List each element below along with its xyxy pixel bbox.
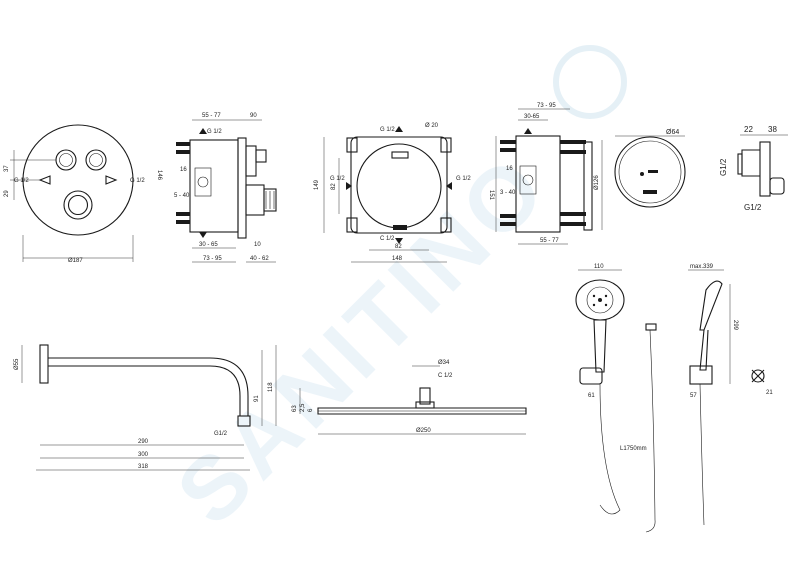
dim-label: L1750mm — [620, 446, 647, 452]
dim-label: G 1/2 — [130, 178, 145, 184]
dim-label: 30-65 — [524, 114, 540, 120]
dim-label: 90 — [250, 113, 257, 119]
dim-label: 82 — [395, 244, 402, 250]
dim-label: 290 — [138, 439, 149, 445]
dim-label: Ø187 — [68, 258, 83, 264]
dim-label: C 1/2 — [380, 236, 395, 242]
dim-label: G 1/2 — [456, 176, 471, 182]
right-arrow-icon — [446, 182, 452, 190]
installation-box-view: G 1/2 Ø 20 149 82 G 1/2 G 1/2 C 1/2 82 1… — [314, 123, 471, 263]
round-cover-view: Ø64 — [614, 129, 686, 208]
dim-label: 57 — [690, 393, 697, 399]
dim-label: 146 — [156, 170, 162, 181]
dim-label: 151 — [488, 190, 494, 201]
dim-label: 38 — [768, 125, 777, 134]
dim-label: Ø 20 — [425, 123, 439, 129]
dim-label: Ø126 — [594, 175, 600, 190]
dim-label: 16 — [506, 166, 513, 172]
down-arrow-icon — [199, 232, 207, 238]
dim-label: 6 — [308, 408, 314, 412]
right-arrow-icon — [105, 175, 118, 185]
dim-label: 82 — [331, 183, 337, 190]
up-arrow-icon — [395, 126, 403, 132]
dim-label: G1/2 — [214, 431, 228, 437]
side-section-view-2: 73 - 95 30-65 151 16 3 - 40 Ø126 55 - 77 — [488, 103, 603, 245]
dim-label: 30 - 65 — [199, 242, 218, 248]
dim-label: Ø250 — [416, 428, 431, 434]
dim-label: 21 — [766, 390, 773, 396]
dim-label: G1/2 — [744, 203, 762, 212]
left-arrow-icon — [38, 175, 51, 185]
dim-label: 10 — [254, 242, 261, 248]
dim-label: 110 — [594, 264, 604, 270]
dim-label: Ø34 — [438, 360, 450, 366]
wall-holder-view: max.339 299 57 21 — [688, 264, 773, 526]
dim-label: 3 - 40 — [500, 190, 516, 196]
dim-label: 16 — [180, 167, 187, 173]
dim-label: G 1/2 — [330, 176, 345, 182]
dim-label: 55 - 77 — [202, 113, 221, 119]
dim-label: G 1/2 — [207, 129, 222, 135]
dim-label: 5 - 40 — [174, 193, 190, 199]
dim-label: C 1/2 — [438, 373, 453, 379]
dim-label: Ø64 — [666, 129, 679, 136]
shower-arm-view: Ø55 91 118 G1/2 290 300 318 — [14, 344, 277, 471]
dim-label: 2,5 — [300, 403, 306, 412]
dim-label: 63 — [292, 405, 298, 412]
dim-label: 91 — [254, 395, 260, 402]
dim-label: 300 — [138, 452, 149, 458]
front-plate-view: 37 29 G 1/2 G 1/2 Ø187 — [4, 124, 145, 264]
dim-label: G 1/2 — [380, 127, 395, 133]
dim-label: 73 - 95 — [203, 256, 222, 262]
down-arrow-icon — [395, 238, 403, 244]
shower-head-view: Ø34 C 1/2 63 2,5 6 Ø250 — [292, 360, 527, 435]
hand-shower-view: 110 61 L1750mm — [575, 264, 657, 533]
dim-label: 55 - 77 — [540, 238, 559, 244]
dim-label: max.339 — [690, 264, 714, 270]
up-arrow-icon — [199, 128, 207, 134]
dim-label: G1/2 — [719, 158, 728, 176]
dim-label: 73 - 95 — [537, 103, 556, 109]
dim-label: 299 — [732, 320, 738, 331]
dim-label: 29 — [4, 190, 10, 197]
watermark: SANITINO — [158, 45, 627, 544]
dim-label: 318 — [138, 464, 149, 470]
dim-label: 149 — [314, 179, 320, 190]
dim-label: 118 — [268, 382, 274, 392]
watermark-logo-icon — [553, 45, 627, 119]
dim-label: Ø55 — [14, 358, 20, 370]
dim-label: G 1/2 — [14, 178, 29, 184]
dim-label: 37 — [4, 165, 10, 172]
up-arrow-icon — [524, 128, 532, 134]
dim-label: 40 - 62 — [250, 256, 269, 262]
dim-label: 22 — [744, 125, 753, 134]
side-section-view-1: 55 - 77 90 G 1/2 146 16 5 - 40 30 - 65 1… — [156, 113, 277, 263]
dim-label: 61 — [588, 393, 595, 399]
left-arrow-icon — [346, 182, 352, 190]
dim-label: 148 — [392, 256, 403, 262]
watermark-text: SANITINO — [158, 135, 567, 544]
wall-elbow-view: 22 38 G1/2 G1/2 — [719, 125, 788, 212]
